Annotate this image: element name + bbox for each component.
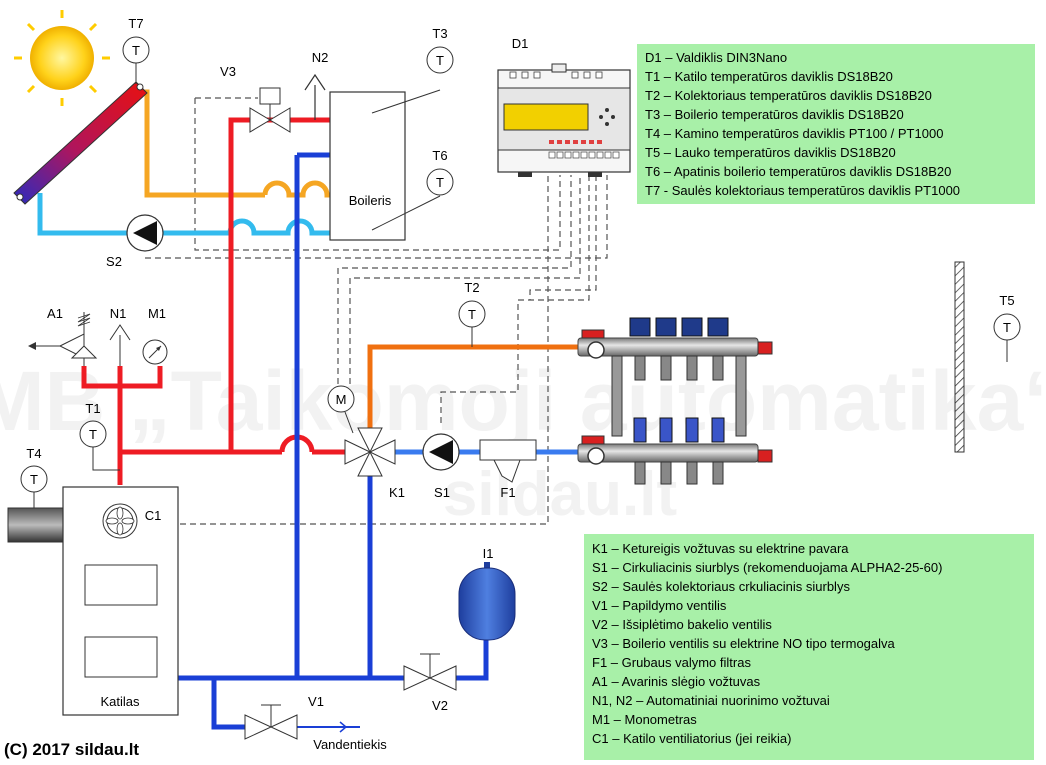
svg-text:F1 – Grubaus valymo filtras: F1 – Grubaus valymo filtras xyxy=(592,655,751,670)
sensor-t7: T7 T xyxy=(122,16,150,64)
svg-text:S2 – Saulės kolektoriaus crkul: S2 – Saulės kolektoriaus crkuliacinis si… xyxy=(592,579,850,594)
n2-air-vent: N2 xyxy=(304,50,329,120)
svg-text:C1 – Katilo ventiliatorius (je: C1 – Katilo ventiliatorius (jei reikia) xyxy=(592,731,791,746)
d1-controller: D1 xyxy=(497,36,631,177)
svg-text:T1 – Katilo temperatūros davik: T1 – Katilo temperatūros daviklis DS18B2… xyxy=(645,69,893,84)
svg-text:V1 – Papildymo ventilis: V1 – Papildymo ventilis xyxy=(592,598,727,613)
sensor-t1: T1 T xyxy=(79,401,120,471)
sensor-t2: T2 T xyxy=(458,280,486,347)
svg-text:F1: F1 xyxy=(500,485,515,500)
v2-valve: V2 xyxy=(403,653,457,713)
svg-text:T: T xyxy=(468,307,476,322)
f1-filter: F1 xyxy=(479,439,537,500)
svg-text:V2 – Išsiplėtimo bakelio venti: V2 – Išsiplėtimo bakelio ventilis xyxy=(592,617,772,632)
v3-valve: V3 xyxy=(220,64,291,133)
svg-text:N2: N2 xyxy=(312,50,329,65)
boiler-label: Boileris xyxy=(349,193,392,208)
svg-text:Vandentiekis: Vandentiekis xyxy=(313,737,387,752)
svg-text:T6: T6 xyxy=(432,148,447,163)
svg-text:S1 – Cirkuliacinis siurblys (r: S1 – Cirkuliacinis siurblys (rekomenduoj… xyxy=(592,560,942,575)
svg-text:D1 – Valdiklis DIN3Nano: D1 – Valdiklis DIN3Nano xyxy=(645,50,787,65)
svg-text:M: M xyxy=(336,392,347,407)
chimney xyxy=(7,507,66,543)
outside-wall xyxy=(954,261,965,453)
svg-text:N1, N2 – Automatiniai nuorinim: N1, N2 – Automatiniai nuorinimo vožtuvai xyxy=(592,693,830,708)
return-manifold xyxy=(577,417,773,485)
svg-text:T: T xyxy=(89,427,97,442)
svg-text:T: T xyxy=(436,53,444,68)
svg-text:S1: S1 xyxy=(434,485,450,500)
sensor-t6: T6 T xyxy=(426,148,454,196)
sun-icon xyxy=(14,10,110,106)
svg-text:T6 – Apatinis boilerio tempera: T6 – Apatinis boilerio temperatūros davi… xyxy=(645,164,951,179)
boiler-tank: Boileris xyxy=(329,89,441,241)
svg-text:T2 – Kolektoriaus temperatūros: T2 – Kolektoriaus temperatūros daviklis … xyxy=(645,88,932,103)
heating-boiler: C1 Katilas xyxy=(62,486,179,716)
svg-text:V3 – Boilerio ventilis su elek: V3 – Boilerio ventilis su elektrine NO t… xyxy=(592,636,896,651)
svg-text:D1: D1 xyxy=(512,36,529,51)
svg-text:T5 – Lauko temperatūros davikl: T5 – Lauko temperatūros daviklis DS18B20 xyxy=(645,145,896,160)
svg-text:T7: T7 xyxy=(128,16,143,31)
svg-text:T: T xyxy=(1003,320,1011,335)
n1-air-vent: N1 xyxy=(109,306,131,366)
k1-four-way-valve: M K1 xyxy=(327,385,405,500)
svg-text:N1: N1 xyxy=(110,306,127,321)
s2-pump: S2 xyxy=(106,214,164,269)
svg-text:Katilas: Katilas xyxy=(100,694,140,709)
svg-text:T1: T1 xyxy=(85,401,100,416)
svg-text:T3 – Boilerio temperatūros dav: T3 – Boilerio temperatūros daviklis DS18… xyxy=(645,107,904,122)
svg-text:T7 - Saulės kolektoriaus tempe: T7 - Saulės kolektoriaus temperatūros da… xyxy=(645,183,960,198)
svg-text:T2: T2 xyxy=(464,280,479,295)
svg-text:I1: I1 xyxy=(483,546,494,561)
svg-text:V1: V1 xyxy=(308,694,324,709)
svg-text:V2: V2 xyxy=(432,698,448,713)
m1-manometer: M1 xyxy=(142,306,168,365)
svg-text:T4: T4 xyxy=(26,446,41,461)
supply-manifold xyxy=(577,317,773,437)
svg-text:V3: V3 xyxy=(220,64,236,79)
a1-safety-valve: A1 xyxy=(28,306,98,366)
svg-text:C1: C1 xyxy=(145,508,162,523)
svg-text:K1 – Ketureigis vožtuvas su el: K1 – Ketureigis vožtuvas su elektrine pa… xyxy=(592,541,849,556)
svg-text:T5: T5 xyxy=(999,293,1014,308)
svg-text:T4 – Kamino temperatūros davik: T4 – Kamino temperatūros daviklis PT100 … xyxy=(645,126,943,141)
svg-text:M1 – Monometras: M1 – Monometras xyxy=(592,712,697,727)
s1-pump: S1 xyxy=(422,433,460,500)
v1-valve: V1 Vandentiekis xyxy=(244,694,387,752)
svg-text:M1: M1 xyxy=(148,306,166,321)
copyright: (C) 2017 sildau.lt xyxy=(4,740,139,759)
svg-text:S2: S2 xyxy=(106,254,122,269)
svg-text:A1: A1 xyxy=(47,306,63,321)
svg-text:K1: K1 xyxy=(389,485,405,500)
svg-text:A1 – Avarinis slėgio vožtuvas: A1 – Avarinis slėgio vožtuvas xyxy=(592,674,761,689)
svg-text:T: T xyxy=(132,43,140,58)
i1-expansion-tank: I1 xyxy=(458,546,516,641)
sensor-t4: T4 T xyxy=(20,446,48,510)
svg-text:T: T xyxy=(436,175,444,190)
sensor-t5: T5 T xyxy=(993,293,1021,362)
hot-pipes xyxy=(81,117,590,485)
sensor-t3: T3 T xyxy=(426,26,454,74)
svg-text:T3: T3 xyxy=(432,26,447,41)
svg-text:T: T xyxy=(30,472,38,487)
solar-collector xyxy=(13,62,148,205)
legend-bottom: K1 – Ketureigis vožtuvas su elektrine pa… xyxy=(584,534,1034,760)
watermark: MB „Taikomoji automatika“ xyxy=(0,354,1046,448)
legend-top: D1 – Valdiklis DIN3Nano T1 – Katilo temp… xyxy=(637,44,1035,204)
